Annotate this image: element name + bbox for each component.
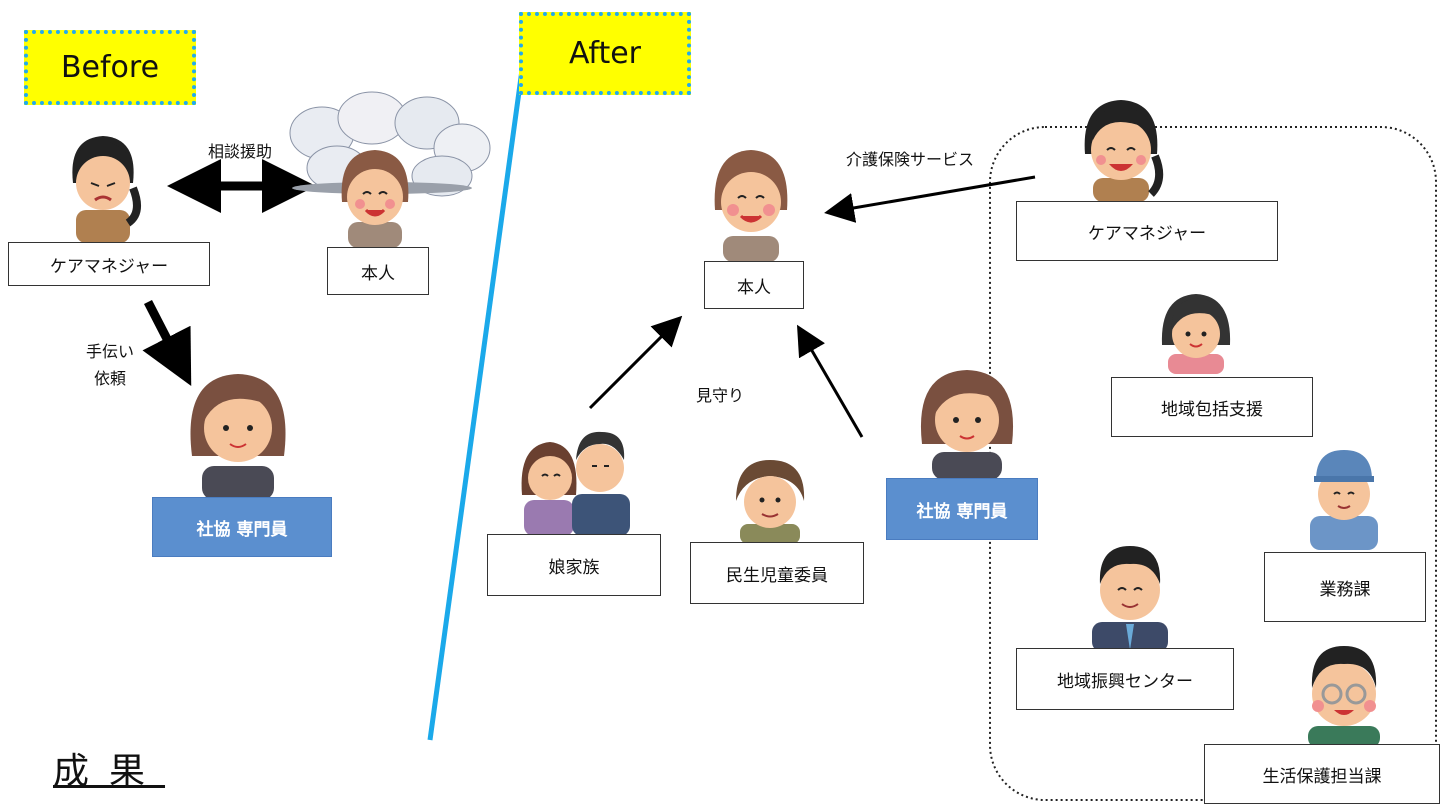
after-caremanager-label: ケアマネジャー [1016,201,1278,261]
self-smiling-avatar [341,150,409,248]
results-title: 成果 [53,751,166,792]
shakyo-arrow [796,324,864,438]
community-support-avatar [1161,294,1231,374]
community-support-label: 地域包括支援 [1111,377,1313,437]
before-after-divider [427,69,525,741]
before-shakyo-label: 社協 専門員 [152,497,332,557]
livelihood-section-avatar [1308,646,1380,748]
before-tag: Before [24,30,196,105]
livelihood-section-label: 生活保護担当課 [1204,744,1440,804]
request-label-line2: 依頼 [93,369,126,388]
welfare-commissioner-label: 民生児童委員 [690,542,864,604]
service-label: 介護保険サービス [845,150,974,169]
family-couple-avatar [521,431,630,536]
request-label-line1: 手伝い [85,342,134,361]
caremanager-worried-avatar [72,136,141,243]
consult-label: 相談援助 [207,142,272,161]
after-caremanager-avatar [1084,100,1164,202]
after-self-label: 本人 [704,261,804,309]
before-self-label: 本人 [327,247,429,295]
regional-center-label: 地域振興センター [1016,648,1234,710]
after-tag: After [519,12,691,95]
business-section-label: 業務課 [1264,552,1426,622]
welfare-commissioner-avatar [736,460,805,544]
before-caremanager-label: ケアマネジャー [8,242,210,286]
after-shakyo-label: 社協 専門員 [886,478,1038,540]
family-label: 娘家族 [487,534,661,596]
shakyo-staff-avatar [190,374,286,500]
family-arrow [588,315,683,410]
service-arrow [824,175,1036,223]
regional-center-avatar [1092,546,1168,652]
after-shakyo-avatar [920,370,1014,480]
after-self-avatar [714,150,788,262]
request-arrow [142,299,192,387]
business-section-avatar [1310,450,1378,550]
watch-label: 見守り [695,386,744,405]
